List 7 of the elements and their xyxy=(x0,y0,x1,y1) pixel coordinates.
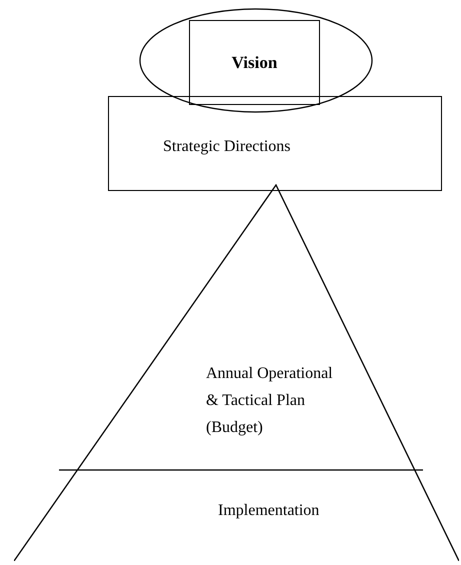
rectangle-box xyxy=(189,20,320,105)
node-label: Vision xyxy=(232,52,278,74)
node-label: Annual Operational & Tactical Plan (Budget) xyxy=(206,364,334,438)
rectangle-box xyxy=(108,96,442,191)
ellipse-shape xyxy=(139,8,373,113)
node-label: Implementation xyxy=(218,501,320,521)
node-label: Strategic Directions xyxy=(163,137,292,157)
